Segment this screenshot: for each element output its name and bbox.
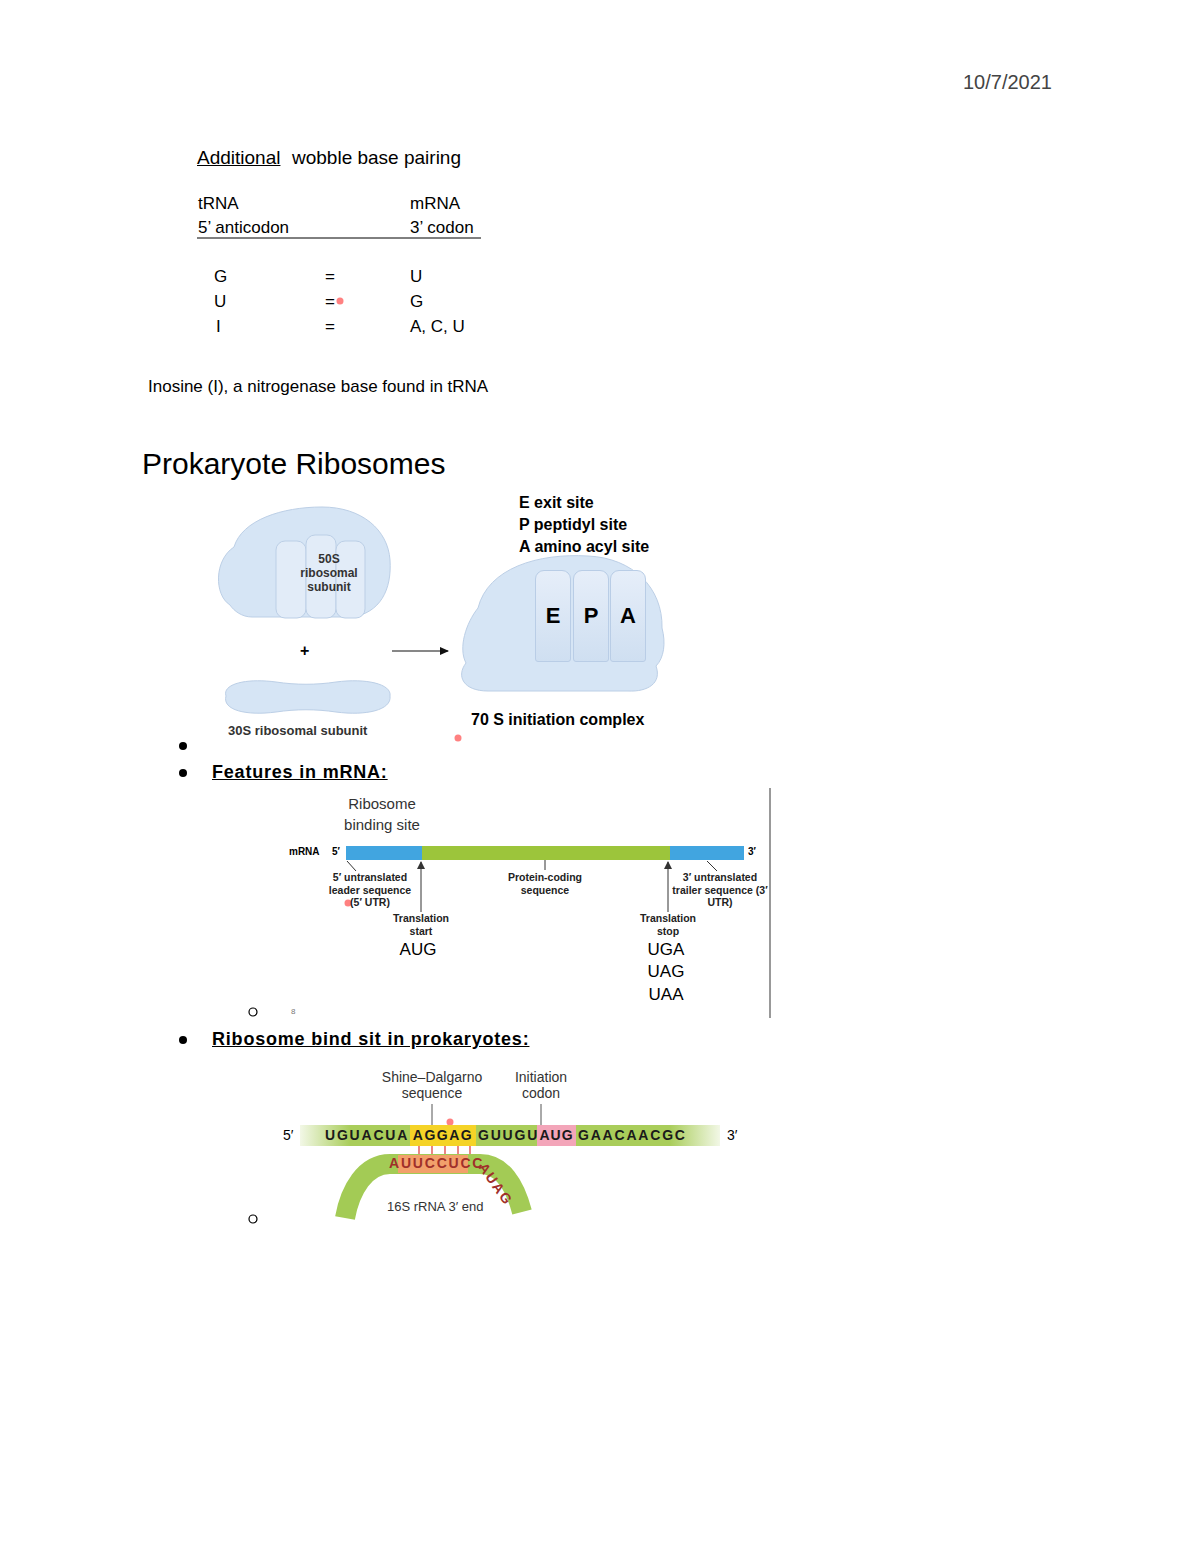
figure-edge bbox=[769, 788, 770, 1018]
small-subunit: 30S ribosomal subunit bbox=[212, 676, 392, 742]
subunit-outline bbox=[218, 507, 390, 617]
sub-bullet bbox=[249, 1008, 257, 1016]
annotation-dot bbox=[337, 298, 344, 305]
initiation-complex: 70 S initiation complex EPA bbox=[448, 548, 673, 736]
text-label: Initiation codon bbox=[505, 1069, 577, 1101]
node-text: 50S ribosomal subunit bbox=[298, 552, 360, 594]
leader-line bbox=[545, 860, 546, 870]
complex-outline bbox=[462, 556, 664, 691]
node-text: E bbox=[536, 603, 570, 628]
text-label: UAG bbox=[636, 962, 696, 982]
node-text: GAACAACGC bbox=[578, 1127, 687, 1143]
text-label: G bbox=[410, 292, 423, 312]
text-label: Ribosome binding site bbox=[332, 793, 432, 835]
text-label: 3′ bbox=[727, 1127, 737, 1144]
node-text: AUUCCUCC bbox=[389, 1155, 484, 1171]
leader-line bbox=[541, 1104, 542, 1125]
text-label: A, C, U bbox=[410, 317, 465, 337]
large-subunit: 50S ribosomal subunit bbox=[212, 505, 392, 655]
utr-segment bbox=[670, 846, 744, 860]
text-label: UGA bbox=[636, 940, 696, 960]
ribosome-site: E bbox=[535, 570, 571, 662]
leader-line bbox=[432, 1104, 433, 1125]
leader-line bbox=[707, 861, 717, 871]
leader-line bbox=[347, 861, 356, 871]
text-label: Translation stop bbox=[633, 912, 703, 937]
utr-segment bbox=[346, 846, 422, 860]
text-label: 5′ untranslated leader sequence (5′ UTR) bbox=[324, 871, 416, 909]
text-label: Protein-coding sequence bbox=[500, 871, 590, 896]
coding-segment bbox=[422, 846, 670, 860]
text-label: 3′ bbox=[748, 846, 756, 858]
ribosome-site: A bbox=[610, 570, 646, 662]
text-label: Ribosome bind sit in prokaryotes: bbox=[212, 1029, 529, 1051]
node-text: GUUGU bbox=[478, 1127, 539, 1143]
text-label: wobble base pairing bbox=[292, 147, 461, 170]
mrna-strand: UGUACUA GUUGU GAACAACGC AGGAG AUG bbox=[300, 1125, 720, 1146]
sub-bullet bbox=[249, 1215, 257, 1223]
pointer-arrow bbox=[668, 862, 669, 912]
node-text: P bbox=[574, 603, 608, 628]
text-label: Shine–Dalgarno sequence bbox=[376, 1069, 488, 1101]
text-label: AUG bbox=[388, 940, 448, 960]
text-label: 5′ bbox=[332, 846, 340, 858]
text-label: G bbox=[214, 267, 227, 287]
text-label: UAA bbox=[636, 985, 696, 1005]
node-text: A bbox=[611, 603, 645, 628]
start-codon-box: AUG bbox=[537, 1125, 576, 1146]
text-label: Additional bbox=[197, 147, 280, 170]
text-label: Inosine (I), a nitrogenase base found in… bbox=[148, 377, 488, 397]
text-label: 16S rRNA 3′ end bbox=[387, 1199, 483, 1215]
pointer-arrow bbox=[421, 862, 422, 912]
text-label: A amino acyl site bbox=[519, 537, 649, 556]
text-label: = bbox=[325, 317, 335, 337]
text-label: Translation start bbox=[386, 912, 456, 937]
node-text: 70 S initiation complex bbox=[471, 711, 644, 729]
text-label: 5′ bbox=[283, 1127, 293, 1144]
text-label: 3′ untranslated trailer sequence (3′ UTR… bbox=[672, 871, 768, 909]
text-label: I bbox=[216, 317, 221, 337]
text-label: mRNA bbox=[289, 846, 320, 858]
table-rule bbox=[197, 238, 481, 239]
text-label: = bbox=[325, 267, 335, 287]
text-label: 8 bbox=[291, 1007, 295, 1017]
node-text: 30S ribosomal subunit bbox=[228, 724, 367, 739]
shine-dalgarno-box: AGGAG bbox=[410, 1125, 476, 1146]
text-label: Features in mRNA: bbox=[212, 762, 388, 784]
text-label: 5’ anticodon bbox=[198, 218, 289, 238]
bullet-dot bbox=[179, 1036, 187, 1044]
node-text: UGUACUA bbox=[325, 1127, 409, 1143]
text-label: mRNA bbox=[410, 194, 460, 214]
text-label: U bbox=[410, 267, 422, 287]
text-label: = bbox=[325, 292, 335, 312]
rrna-strand: AUUCCUCCAUAG bbox=[330, 1150, 530, 1225]
text-label: E exit site bbox=[519, 493, 594, 512]
text-label: tRNA bbox=[198, 194, 239, 214]
annotation-dot bbox=[455, 735, 462, 742]
bullet-dot bbox=[179, 769, 187, 777]
text-label: 3’ codon bbox=[410, 218, 474, 238]
text-label: + bbox=[300, 641, 309, 660]
text-label: Prokaryote Ribosomes bbox=[142, 446, 445, 482]
subunit-outline bbox=[226, 681, 391, 713]
node-text: AUG bbox=[537, 1127, 576, 1143]
ribosome-site: P bbox=[573, 570, 609, 662]
node-text: AGGAG bbox=[410, 1127, 476, 1143]
text-label: U bbox=[214, 292, 226, 312]
text-label: P peptidyl site bbox=[519, 515, 627, 534]
text-label: 10/7/2021 bbox=[963, 70, 1052, 94]
reaction-arrow bbox=[392, 650, 448, 651]
bullet-dot bbox=[179, 742, 187, 750]
